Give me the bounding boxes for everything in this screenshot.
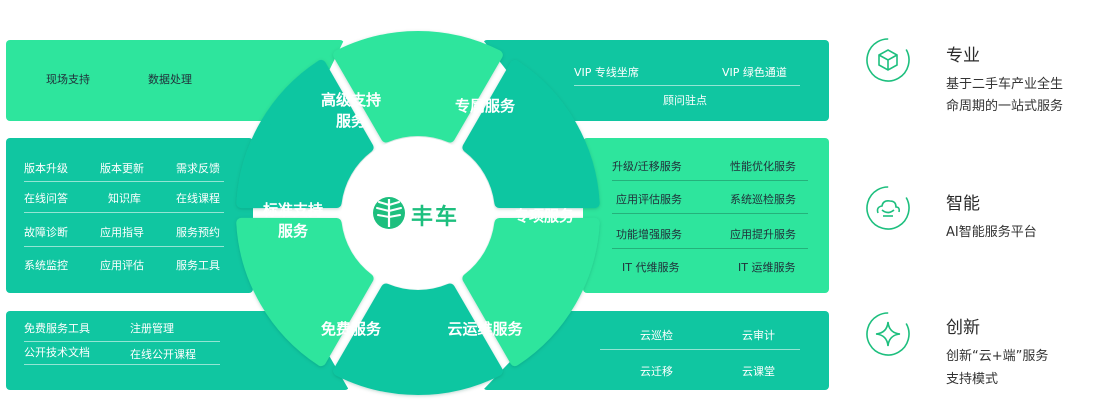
panel-item: 服务工具 bbox=[176, 259, 220, 272]
feature-desc: AI智能服务平台 bbox=[946, 225, 1037, 240]
panel-item: 注册管理 bbox=[130, 322, 174, 335]
panel-item: 应用评估服务 bbox=[616, 193, 682, 206]
panel-item: 公开技术文档 bbox=[24, 346, 90, 359]
panel-item: VIP 绿色通道 bbox=[722, 66, 787, 79]
sector-exclusive-label: 专属服务 bbox=[454, 97, 515, 115]
sector-free bbox=[236, 217, 374, 367]
panel-item: IT 运维服务 bbox=[738, 261, 796, 274]
panel-item: 云审计 bbox=[742, 329, 775, 342]
panel-item: IT 代维服务 bbox=[622, 261, 680, 274]
panel-item: 需求反馈 bbox=[176, 162, 220, 175]
panel-item: 知识库 bbox=[108, 192, 141, 205]
sector-cloud bbox=[333, 283, 503, 395]
brand-name: 丰车 bbox=[411, 205, 460, 230]
sector-exclusive bbox=[462, 59, 600, 209]
panel-item: 在线课程 bbox=[176, 192, 220, 205]
standard-panel bbox=[6, 138, 253, 293]
panel-item: 应用提升服务 bbox=[730, 228, 796, 241]
panel-item: 数据处理 bbox=[148, 73, 192, 86]
panel-item: 系统巡检服务 bbox=[730, 193, 796, 206]
panel-item: 版本更新 bbox=[100, 162, 144, 175]
panel-item: 在线公开课程 bbox=[130, 348, 196, 361]
sector-free-label: 免费服务 bbox=[320, 320, 381, 338]
sector-special bbox=[462, 217, 600, 367]
panel-item: 性能优化服务 bbox=[730, 160, 796, 173]
panel-item: 服务预约 bbox=[176, 226, 220, 239]
feature-title: 智能 bbox=[946, 194, 980, 214]
panel-item: 版本升级 bbox=[24, 162, 68, 175]
panel-item: 免费服务工具 bbox=[24, 322, 90, 335]
panel-item: 现场支持 bbox=[46, 73, 90, 86]
panel-item: 应用评估 bbox=[100, 259, 144, 272]
sector-standard bbox=[236, 59, 374, 209]
sector-standard-label: 标准支持 服务 bbox=[262, 201, 323, 240]
brand-logo: 丰车 bbox=[371, 193, 481, 233]
feature-title: 专业 bbox=[946, 46, 980, 66]
feature-desc: 创新“云+端”服务 bbox=[946, 349, 1049, 364]
feature-desc: 支持模式 bbox=[946, 372, 999, 387]
cloud-ai-icon bbox=[866, 186, 910, 230]
sector-special-label: 专项服务 bbox=[513, 207, 574, 225]
panel-item: 云巡检 bbox=[640, 329, 673, 342]
panel-item: 故障诊断 bbox=[24, 226, 68, 239]
panel-item: 云课堂 bbox=[742, 365, 775, 378]
sparkle-icon bbox=[866, 312, 910, 356]
sector-cloud-label: 云运维服务 bbox=[447, 320, 523, 338]
panel-item: 升级/迁移服务 bbox=[612, 160, 682, 173]
special-panel bbox=[583, 138, 829, 293]
feature-desc: 基于二手车产业全生 bbox=[946, 77, 1064, 92]
panel-item: 系统监控 bbox=[24, 259, 68, 272]
sector-advanced-label: 高级支持 服务 bbox=[320, 91, 381, 130]
panel-item: 云迁移 bbox=[640, 365, 673, 378]
center-disc bbox=[342, 137, 494, 289]
panel-item: 顾问驻点 bbox=[663, 94, 707, 107]
feature-desc: 命周期的一站式服务 bbox=[946, 99, 1064, 114]
feature-title: 创新 bbox=[946, 318, 980, 338]
panel-item: VIP 专线坐席 bbox=[574, 66, 639, 79]
sector-advanced bbox=[333, 31, 503, 143]
panel-item: 在线问答 bbox=[24, 192, 68, 205]
leaf-icon bbox=[373, 197, 405, 229]
cube-icon bbox=[866, 38, 910, 82]
panel-item: 功能增强服务 bbox=[616, 228, 682, 241]
panel-item: 应用指导 bbox=[100, 226, 144, 239]
